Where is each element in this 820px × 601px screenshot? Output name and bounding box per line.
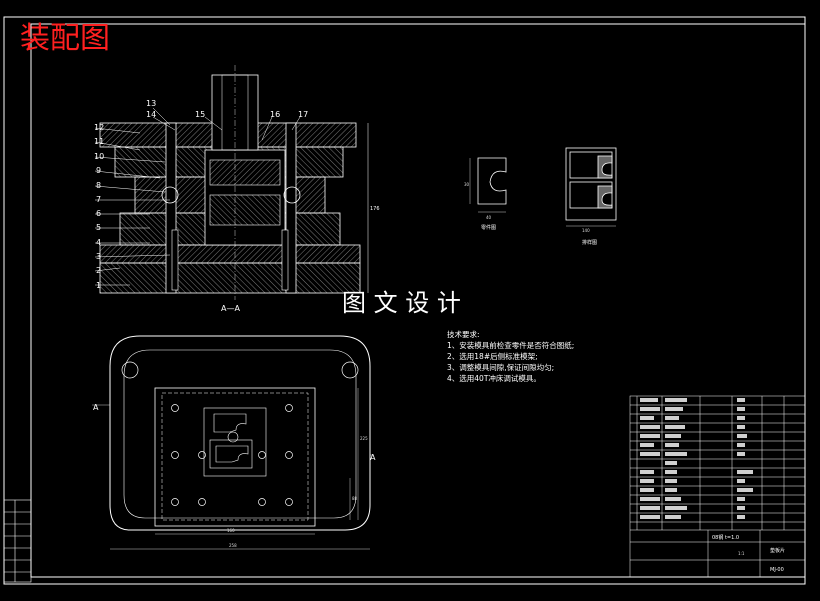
layout-caption: 排样图 xyxy=(582,239,597,246)
workpiece-caption: 零件图 xyxy=(481,224,496,231)
workpiece-dim-h: 30 xyxy=(464,182,470,187)
watermark-text: 图 文 设 计 xyxy=(342,289,461,317)
part-no-6: 6 xyxy=(96,209,101,218)
part-no-7: 7 xyxy=(96,195,101,204)
part-number-labels: 12 11 10 9 8 7 6 5 4 3 2 1 13 14 15 16 1… xyxy=(94,99,308,290)
part-no-15: 15 xyxy=(195,110,205,119)
section-mark-left: A xyxy=(93,403,99,412)
part-no-10: 10 xyxy=(94,152,104,161)
workpiece-dim-w: 40 xyxy=(486,215,492,220)
tech-item-4: 4、选用40T冲床调试模具。 xyxy=(447,373,541,383)
tech-item-2: 2、选用18#后侧标准模架; xyxy=(447,351,538,361)
tech-requirements: 技术要求: 1、安装模具前检查零件是否符合图纸; 2、选用18#后侧标准模架; … xyxy=(447,329,574,383)
part-no-16: 16 xyxy=(270,110,280,119)
plan-view-holes xyxy=(171,404,293,506)
parts-list xyxy=(629,395,806,578)
plan-view-dims xyxy=(92,388,372,550)
tech-item-1: 1、安装模具前检查零件是否符合图纸; xyxy=(447,340,574,350)
part-no-17: 17 xyxy=(298,110,308,119)
part-no-4: 4 xyxy=(96,238,101,247)
part-no-14: 14 xyxy=(146,110,156,119)
plan-dim-88: 88 xyxy=(352,496,358,501)
part-no-8: 8 xyxy=(96,181,101,190)
section-view: 176 xyxy=(94,65,380,300)
part-no-11: 11 xyxy=(94,137,104,146)
part-no-3: 3 xyxy=(96,252,101,261)
scale-value: 1:1 xyxy=(738,551,745,556)
drawing-title: 装配图 xyxy=(20,21,110,56)
plan-view xyxy=(109,335,371,531)
part-no-1: 1 xyxy=(96,281,101,290)
part-no-9: 9 xyxy=(96,166,101,175)
part-name: 垫板片 xyxy=(770,547,785,554)
section-label: A—A xyxy=(221,304,240,313)
part-no-2: 2 xyxy=(96,266,101,275)
parts-list-marks xyxy=(640,398,753,519)
layout-dim-w: 140 xyxy=(582,228,590,233)
workpiece-drawing xyxy=(469,157,507,213)
dim-total-height: 176 xyxy=(370,206,380,212)
plan-dim-160: 160 xyxy=(227,528,235,533)
plan-dim-225: 225 xyxy=(360,436,368,441)
strip-layout-drawing xyxy=(565,147,617,227)
part-no-12: 12 xyxy=(94,123,104,132)
part-no-5: 5 xyxy=(96,223,101,232)
material-label: 08钢 t=1.0 xyxy=(712,534,739,541)
side-strip xyxy=(3,499,32,583)
plan-dim-258: 258 xyxy=(229,543,237,548)
part-no-13: 13 xyxy=(146,99,156,108)
drawing-number: MJ-00 xyxy=(770,567,784,573)
section-mark-right: A xyxy=(370,453,376,462)
tech-item-3: 3、调整模具间隙,保证间隙均匀; xyxy=(447,362,554,372)
tech-heading: 技术要求: xyxy=(447,329,480,339)
inner-border xyxy=(30,23,806,578)
